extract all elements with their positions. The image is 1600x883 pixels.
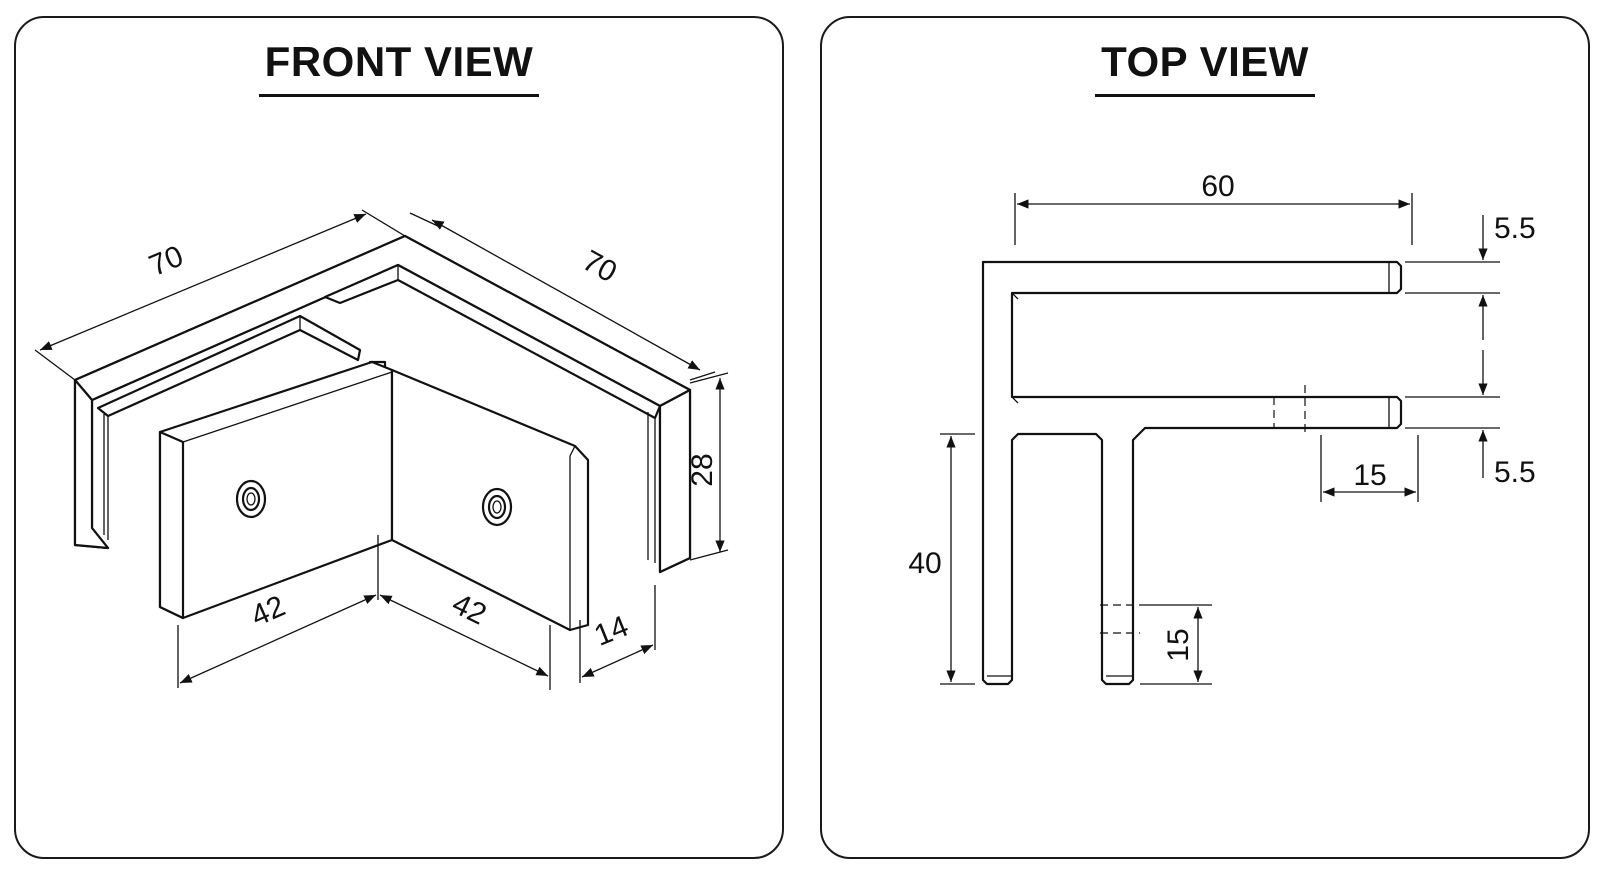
top-view-panel: TOP VIEW: [820, 16, 1590, 859]
dim-label-bottom-right: 42: [447, 587, 491, 631]
front-left-plate-face: [158, 430, 185, 620]
dim-overall-width-60: 60: [1014, 170, 1413, 245]
top-view-profile: 60 5.5 5.5 15: [908, 170, 1536, 686]
dim-label-height: 28: [686, 453, 719, 486]
left-bolt-hole-icon: [235, 479, 267, 519]
dim-label-vertical: 40: [908, 547, 941, 580]
dim-label-right-slot: 15: [1353, 459, 1386, 492]
dim-height-28: 28: [686, 372, 729, 561]
front-left-plate: [158, 360, 394, 620]
profile-slot-tips: [987, 262, 1390, 677]
dim-label-top-left: 70: [144, 240, 188, 283]
dim-top-wall-5-5: 5.5: [1405, 212, 1536, 340]
dim-label-top-wall: 5.5: [1494, 212, 1536, 245]
profile-outline: [981, 260, 1403, 686]
clamp-left-end-face: [73, 378, 110, 550]
profile-inner-left-chamfer: [1011, 292, 1019, 404]
front-view-title-text: FRONT VIEW: [258, 38, 540, 97]
dim-vertical-40: 40: [908, 433, 975, 685]
front-view-isometric-clamp: 70 70 28 42 42: [34, 209, 729, 690]
dim-bottom-wall-5-5: 5.5: [1405, 350, 1536, 489]
dim-label-bottom-left: 42: [246, 589, 290, 633]
right-slot-inner-edge: [647, 412, 656, 563]
dim-label-overall-width: 60: [1201, 170, 1234, 203]
right-bolt-hole-icon: [481, 487, 513, 527]
top-view-title: TOP VIEW: [822, 38, 1588, 97]
top-view-title-text: TOP VIEW: [1095, 38, 1315, 97]
dim-right-slot-15: 15: [1320, 435, 1419, 502]
front-right-plate-edge: [569, 445, 576, 630]
front-left-plate-edge: [182, 371, 393, 443]
dim-label-top-right: 70: [577, 244, 622, 289]
dim-depth-14: 14: [579, 585, 656, 683]
clamp-right-end-face: [658, 388, 692, 574]
dim-label-depth: 14: [590, 610, 633, 653]
left-slot-inner-edge: [103, 414, 109, 540]
dim-bottom-slot-15: 15: [1140, 604, 1212, 685]
front-view-title: FRONT VIEW: [16, 38, 782, 97]
dim-label-bottom-wall: 5.5: [1494, 456, 1536, 489]
dim-label-bottom-slot: 15: [1162, 628, 1195, 661]
